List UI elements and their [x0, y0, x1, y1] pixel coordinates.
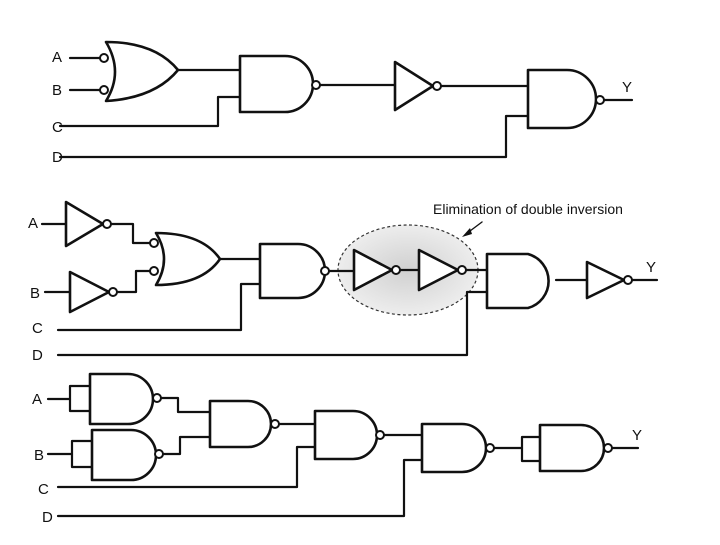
inversion-bubble [311, 80, 321, 90]
inversion-bubble [99, 85, 109, 95]
not-gate-input-a [64, 200, 112, 248]
nand-gate-output [526, 68, 605, 130]
inversion-bubble [99, 53, 109, 63]
not-gate [393, 60, 442, 112]
input-label-a: A [28, 215, 38, 232]
inversion-bubble [603, 443, 613, 453]
input-label-d: D [42, 509, 53, 526]
input-label-a: A [32, 391, 42, 408]
nand-gate-input-b [90, 428, 164, 482]
inversion-bubble [375, 430, 385, 440]
not-gate-first [352, 248, 401, 292]
inversion-bubble [102, 219, 112, 229]
output-label-y: Y [622, 79, 632, 96]
inversion-bubble [595, 95, 605, 105]
inversion-bubble [391, 265, 401, 275]
inversion-bubble [623, 275, 633, 285]
inversion-bubble [432, 81, 442, 91]
nand-gate-fourth-level [420, 422, 495, 474]
circuit-diagram-1: A B C D Y [52, 40, 634, 166]
inversion-bubble [320, 266, 330, 276]
inversion-bubble [457, 265, 467, 275]
nand-gate [238, 54, 321, 114]
inversion-bubble [270, 419, 280, 429]
nand-gate-input-a [88, 372, 162, 426]
not-gate-second [417, 248, 467, 292]
inversion-bubble [149, 238, 159, 248]
inversion-bubble [108, 287, 118, 297]
wires [46, 384, 640, 518]
input-label-b: B [52, 82, 62, 99]
wires [58, 56, 634, 159]
not-gate-output [585, 260, 633, 300]
inversion-bubble [149, 266, 159, 276]
or-gate-inverted-inputs [99, 40, 180, 103]
inversion-bubble [152, 393, 162, 403]
circuit-diagram-2: A B C D Y Elimination of double inversio… [28, 200, 659, 364]
nand-gate-output [538, 423, 613, 473]
input-label-b: B [34, 447, 44, 464]
wires [40, 222, 659, 357]
circuit-diagram-3: A B C D Y [32, 372, 642, 526]
inversion-bubble [485, 443, 495, 453]
not-gate-input-b [68, 270, 118, 314]
annotation-text: Elimination of double inversion [433, 201, 623, 217]
nand-gate-second-level [208, 399, 280, 449]
annotation-arrow [462, 221, 483, 237]
input-label-d: D [52, 149, 63, 166]
input-label-d: D [32, 347, 43, 364]
inversion-bubble [154, 449, 164, 459]
input-label-c: C [32, 320, 43, 337]
and-gate [485, 252, 550, 310]
nand-gate [258, 242, 330, 300]
nand-gate-third-level [313, 409, 385, 461]
output-label-y: Y [632, 427, 642, 444]
input-label-b: B [30, 285, 40, 302]
or-gate-inverted-inputs [149, 231, 222, 287]
input-label-c: C [52, 119, 63, 136]
input-label-a: A [52, 49, 62, 66]
output-label-y: Y [646, 259, 656, 276]
input-label-c: C [38, 481, 49, 498]
